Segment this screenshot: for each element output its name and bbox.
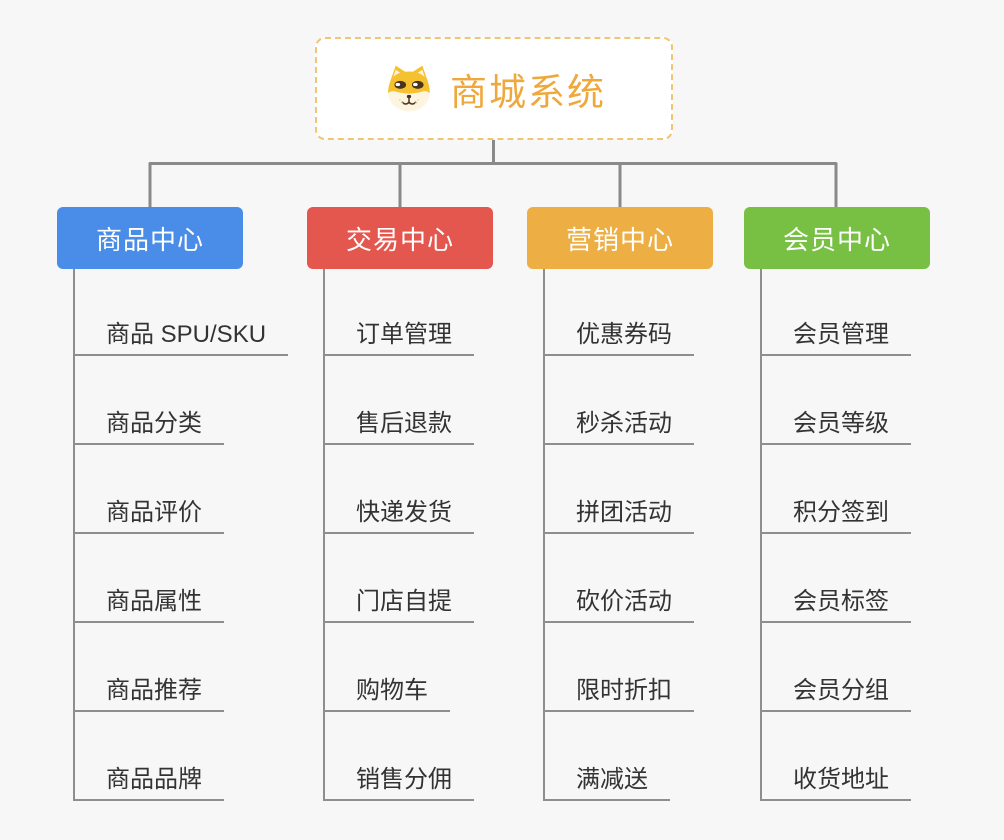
leaf-topic[interactable]: 会员管理 <box>760 316 911 356</box>
leaf-topic[interactable]: 会员分组 <box>760 672 911 712</box>
branch-node-products[interactable]: 商品中心 <box>57 207 243 269</box>
root-title: 商城系统 <box>450 71 606 113</box>
branch-node-marketing[interactable]: 营销中心 <box>527 207 713 269</box>
leaf-topic[interactable]: 订单管理 <box>323 316 474 356</box>
leaf-topic[interactable]: 快递发货 <box>323 494 474 534</box>
branch-trunk-line <box>73 269 75 801</box>
leaf-topic[interactable]: 商品 SPU/SKU <box>73 316 289 356</box>
branch-label: 营销中心 <box>565 224 674 255</box>
leaf-topic[interactable]: 秒杀活动 <box>543 405 694 445</box>
dog-face-icon <box>388 65 430 111</box>
leaf-topic[interactable]: 积分签到 <box>760 494 911 534</box>
leaf-topic[interactable]: 销售分佣 <box>323 761 474 801</box>
branch-label: 交易中心 <box>345 224 454 255</box>
leaf-topic[interactable]: 满减送 <box>543 761 670 801</box>
branch-label: 商品中心 <box>95 224 204 255</box>
leaf-topic[interactable]: 收货地址 <box>760 761 911 801</box>
leaf-topic[interactable]: 商品推荐 <box>73 672 224 712</box>
branch-trunk-line <box>323 269 325 801</box>
branch-node-members[interactable]: 会员中心 <box>744 207 930 269</box>
branch-node-trade[interactable]: 交易中心 <box>307 207 493 269</box>
leaf-topic[interactable]: 商品评价 <box>73 494 224 534</box>
leaf-topic[interactable]: 砍价活动 <box>543 583 694 623</box>
root-node[interactable]: 商城系统 <box>315 37 673 140</box>
leaf-topic[interactable]: 拼团活动 <box>543 494 694 534</box>
leaf-topic[interactable]: 限时折扣 <box>543 672 694 712</box>
leaf-topic[interactable]: 商品属性 <box>73 583 224 623</box>
leaf-topic[interactable]: 优惠券码 <box>543 316 694 356</box>
branch-trunk-line <box>760 269 762 801</box>
leaf-topic[interactable]: 售后退款 <box>323 405 474 445</box>
leaf-topic[interactable]: 商品分类 <box>73 405 224 445</box>
leaf-topic[interactable]: 门店自提 <box>323 583 474 623</box>
leaf-topic[interactable]: 会员标签 <box>760 583 911 623</box>
branch-label: 会员中心 <box>782 224 891 255</box>
leaf-topic[interactable]: 会员等级 <box>760 405 911 445</box>
leaf-topic[interactable]: 购物车 <box>323 672 450 712</box>
leaf-topic[interactable]: 商品品牌 <box>73 761 224 801</box>
branch-trunk-line <box>543 269 545 801</box>
